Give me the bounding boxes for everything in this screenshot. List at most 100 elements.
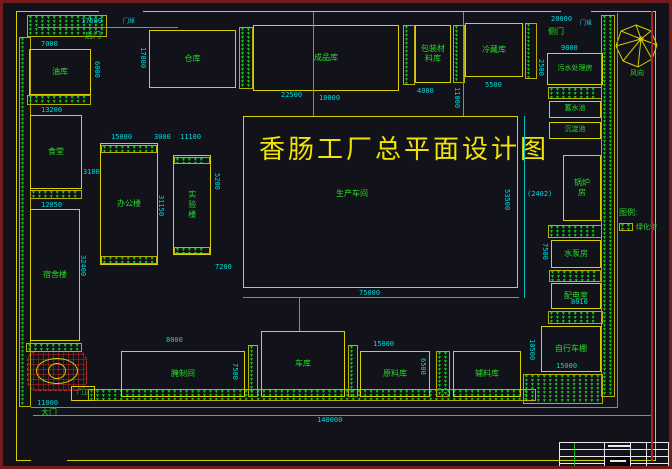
side-gate-label: 侧门 — [548, 27, 564, 36]
building-label-cold-store: 冷藏库 — [482, 45, 506, 55]
dimension-label: 10000 — [319, 94, 341, 102]
dimension-label: 7200 — [215, 263, 232, 271]
building-canteen: 食堂 — [30, 115, 82, 189]
dimension-label: 5200 — [213, 173, 221, 190]
building-label-settling-tank: 沉淀池 — [564, 126, 586, 134]
green-belt-hatch: ▼▼▼▼▼▼▼▼▼▼▼▼▼▼▼▼▼▼▼▼▼▼▼▼▼▼▼▼▼▼▼▼▼▼▼▼▼▼▼▼… — [453, 25, 465, 83]
building-warehouse: 仓库 — [149, 30, 236, 88]
building-production-hall — [243, 116, 518, 288]
building-label-sewage-treatment: 污水处理房 — [557, 64, 593, 72]
building-power-room: 配电室 — [551, 283, 601, 309]
building-oil-store: 油库 — [29, 49, 91, 95]
dimension-label: 8010 — [571, 298, 588, 306]
legend: 图例: ▼▼▼▼▼▼▼▼▼▼▼▼▼▼▼▼▼▼▼▼▼▼▼▼▼▼▼▼▼▼▼▼▼▼▼▼… — [619, 207, 657, 232]
building-finished-goods: 成品库 — [253, 25, 399, 91]
road-dimension-line — [38, 27, 178, 28]
building-label-garage: 车库 — [295, 359, 311, 369]
building-label-packing-material: 包装材 料库 — [421, 44, 445, 63]
building-dormitory: 宿舍楼 — [30, 209, 80, 341]
dimension-label: 15000 — [373, 340, 395, 348]
dimension-label: 32400 — [79, 255, 87, 277]
dimension-label: 12050 — [41, 201, 63, 209]
dimension-label: 3000 — [154, 133, 171, 141]
building-packing-material: 包装材 料库 — [415, 25, 451, 83]
building-water-tank: 蓄水池 — [549, 101, 601, 118]
building-aux-material: 辅料库 — [453, 351, 521, 397]
building-label-dormitory: 宿舍楼 — [43, 270, 67, 280]
building-label-canteen: 食堂 — [48, 147, 64, 157]
dimension-label: 6500 — [419, 358, 427, 375]
road-dimension-line — [313, 12, 314, 116]
green-belt-hatch: ▼▼▼▼▼▼▼▼▼▼▼▼▼▼▼▼▼▼▼▼▼▼▼▼▼▼▼▼▼▼▼▼▼▼▼▼▼▼▼▼… — [548, 87, 602, 99]
building-label-guard-house: 门卫 — [76, 389, 89, 396]
dimension-label: 15000 — [111, 133, 133, 141]
road-dimension-line — [524, 116, 525, 298]
main-gate-label: 大门 — [41, 408, 57, 417]
building-label-pump-room: 水泵房 — [564, 249, 588, 259]
building-label-curing-room: 腌制间 — [171, 369, 195, 379]
dimension-label: 10500 — [528, 339, 536, 361]
building-boiler-room: 锅炉 房 — [563, 155, 601, 221]
dimension-label: 7000 — [41, 40, 58, 48]
dimension-label: 11000 — [37, 399, 59, 407]
building-label-aux-material: 辅料库 — [475, 369, 499, 379]
building-office: 办公楼 — [100, 143, 158, 265]
building-label-office: 办公楼 — [117, 199, 141, 209]
site-plan: 香肠工厂总平面设计图 图例: ▼▼▼▼▼▼▼▼▼▼▼▼▼▼▼▼▼▼▼▼▼▼▼▼▼… — [3, 3, 669, 466]
dimension-label: 75000 — [359, 289, 381, 297]
title-block — [559, 442, 669, 466]
green-belt-hatch: ▼▼▼▼▼▼▼▼▼▼▼▼▼▼▼▼▼▼▼▼▼▼▼▼▼▼▼▼▼▼▼▼▼▼▼▼▼▼▼▼… — [26, 343, 82, 352]
dimension-label: 17500 — [81, 17, 103, 25]
green-belt-hatch: ▼▼▼▼▼▼▼▼▼▼▼▼▼▼▼▼▼▼▼▼▼▼▼▼▼▼▼▼▼▼▼▼▼▼▼▼▼▼▼▼… — [174, 157, 210, 164]
side-gate-opening — [561, 10, 591, 13]
building-bike-shed: 自行车棚 — [541, 326, 601, 372]
green-belt-hatch: ▼▼▼▼▼▼▼▼▼▼▼▼▼▼▼▼▼▼▼▼▼▼▼▼▼▼▼▼▼▼▼▼▼▼▼▼▼▼▼▼… — [101, 256, 157, 264]
main-gate-opening — [31, 457, 67, 461]
wind-rose-label: 风向 — [630, 70, 644, 77]
door-pier-top-label: 门垛 — [123, 19, 136, 25]
road-dimension-line — [33, 415, 653, 416]
building-label-oil-store: 油库 — [52, 67, 68, 77]
building-label-boiler-room: 锅炉 房 — [574, 178, 590, 197]
dimension-label: 7500 — [231, 363, 239, 380]
dimension-label: 7500 — [541, 243, 549, 260]
dimension-label: 11100 — [180, 133, 202, 141]
green-belt-hatch: ▼▼▼▼▼▼▼▼▼▼▼▼▼▼▼▼▼▼▼▼▼▼▼▼▼▼▼▼▼▼▼▼▼▼▼▼▼▼▼▼… — [27, 95, 91, 105]
road-dimension-line — [299, 298, 300, 331]
building-guard-house: 门卫 — [71, 386, 95, 401]
flower-bed — [27, 351, 87, 391]
back-gate-opening — [99, 10, 143, 13]
green-belt-hatch: ▼▼▼▼▼▼▼▼▼▼▼▼▼▼▼▼▼▼▼▼▼▼▼▼▼▼▼▼▼▼▼▼▼▼▼▼▼▼▼▼… — [549, 270, 601, 282]
building-label-warehouse: 仓库 — [184, 54, 201, 64]
building-label-bike-shed: 自行车棚 — [555, 344, 587, 354]
green-belt-hatch: ▼▼▼▼▼▼▼▼▼▼▼▼▼▼▼▼▼▼▼▼▼▼▼▼▼▼▼▼▼▼▼▼▼▼▼▼▼▼▼▼… — [239, 27, 253, 89]
dimension-label: 17000 — [139, 47, 147, 69]
wind-rose-icon — [615, 24, 658, 68]
green-belt-hatch: ▼▼▼▼▼▼▼▼▼▼▼▼▼▼▼▼▼▼▼▼▼▼▼▼▼▼▼▼▼▼▼▼▼▼▼▼▼▼▼▼… — [525, 23, 537, 79]
legend-row: ▼▼▼▼▼▼▼▼▼▼▼▼▼▼▼▼▼▼▼▼▼▼▼▼▼▼▼▼▼▼▼▼▼▼▼▼▼▼▼▼… — [619, 222, 657, 232]
dimension-label: 140000 — [317, 416, 343, 424]
dimension-label: 5500 — [485, 81, 502, 89]
green-belt-hatch: ▼▼▼▼▼▼▼▼▼▼▼▼▼▼▼▼▼▼▼▼▼▼▼▼▼▼▼▼▼▼▼▼▼▼▼▼▼▼▼▼… — [601, 15, 615, 397]
dimension-label: 20000 — [551, 15, 573, 23]
green-belt-hatch: ▼▼▼▼▼▼▼▼▼▼▼▼▼▼▼▼▼▼▼▼▼▼▼▼▼▼▼▼▼▼▼▼▼▼▼▼▼▼▼▼… — [403, 25, 415, 85]
building-sewage-treatment: 污水处理房 — [547, 53, 603, 85]
road-dimension-line — [31, 407, 618, 408]
dimension-label: 13200 — [41, 106, 63, 114]
building-label-water-tank: 蓄水池 — [564, 105, 586, 113]
green-belt-hatch: ▼▼▼▼▼▼▼▼▼▼▼▼▼▼▼▼▼▼▼▼▼▼▼▼▼▼▼▼▼▼▼▼▼▼▼▼▼▼▼▼… — [174, 247, 210, 254]
door-pier-side-label: 门垛 — [580, 21, 593, 27]
dimension-label: 9000 — [561, 44, 578, 52]
dimension-label: 3100 — [83, 168, 100, 176]
dimension-label: 8000 — [166, 336, 183, 344]
dimension-label: 53500 — [503, 189, 511, 211]
building-label-raw-material: 原料库 — [383, 369, 407, 379]
green-belt-swatch-icon: ▼▼▼▼▼▼▼▼▼▼▼▼▼▼▼▼▼▼▼▼▼▼▼▼▼▼▼▼▼▼▼▼▼▼▼▼▼▼▼▼… — [619, 223, 633, 231]
road-dimension-line — [617, 13, 618, 407]
road-dimension-line — [463, 12, 464, 116]
building-label-finished-goods: 成品库 — [314, 53, 338, 63]
building-pump-room: 水泵房 — [551, 240, 601, 268]
building-settling-tank: 沉淀池 — [549, 122, 601, 139]
building-raw-material: 原料库 — [360, 351, 430, 397]
